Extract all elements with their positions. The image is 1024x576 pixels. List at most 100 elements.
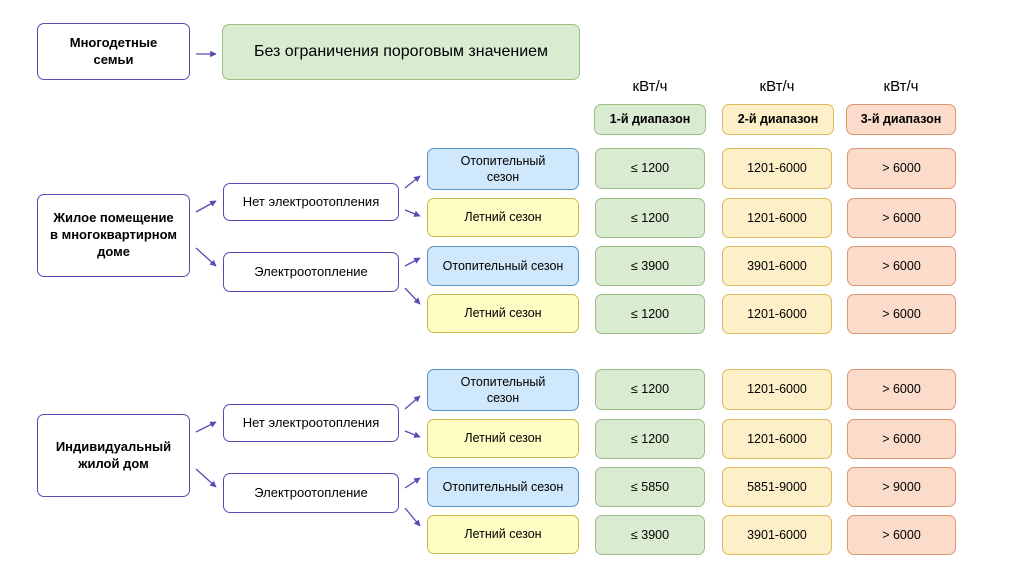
value-label: > 6000 xyxy=(882,161,921,176)
range-header-3-label: 3-й диапазон xyxy=(860,112,942,127)
apartment-box: Жилое помещение в многоквартирном доме xyxy=(37,194,190,277)
large-families-label: Многодетные семьи xyxy=(69,34,158,67)
season-label: Отопительный сезон xyxy=(460,153,546,184)
connector-arrow xyxy=(195,247,217,267)
season-summer: Летний сезон xyxy=(427,198,579,237)
value-range-1: ≤ 1200 xyxy=(595,294,705,334)
large-families-box: Многодетные семьи xyxy=(37,23,190,80)
value-label: > 6000 xyxy=(882,306,921,321)
value-label: ≤ 1200 xyxy=(630,210,670,225)
connector-arrow xyxy=(404,430,421,438)
house-electric-heating-label: Электроотопление xyxy=(254,484,368,500)
value-label: > 9000 xyxy=(882,479,921,494)
range-header-2-label: 2-й диапазон xyxy=(737,112,819,127)
value-label: ≤ 3900 xyxy=(630,527,670,542)
value-range-1: ≤ 1200 xyxy=(595,419,705,459)
connector-arrow xyxy=(404,209,421,217)
value-range-3: > 6000 xyxy=(847,148,956,189)
value-label: 1201-6000 xyxy=(747,161,807,176)
private-house-box: Индивидуальный жилой дом xyxy=(37,414,190,497)
value-range-2: 1201-6000 xyxy=(722,294,832,334)
value-range-3: > 6000 xyxy=(847,198,956,238)
value-range-3: > 6000 xyxy=(847,369,956,410)
connector-arrow xyxy=(195,421,217,433)
house-no-electric-heating-box: Нет электроотопления xyxy=(223,404,399,442)
value-range-2: 3901-6000 xyxy=(722,246,832,286)
value-label: 1201-6000 xyxy=(747,306,807,321)
value-range-1: ≤ 3900 xyxy=(595,246,705,286)
apartment-no-electric-heating-label: Нет электроотопления xyxy=(242,193,380,209)
connector-arrow xyxy=(195,468,217,488)
connector-arrow xyxy=(404,287,421,305)
unit-label-1: кВт/ч xyxy=(632,78,668,95)
value-range-3: > 6000 xyxy=(847,246,956,286)
value-range-2: 5851-9000 xyxy=(722,467,832,507)
value-label: ≤ 5850 xyxy=(630,479,670,494)
value-range-1: ≤ 1200 xyxy=(595,369,705,410)
range-header-1: 1-й диапазон xyxy=(594,104,706,135)
season-label: Летний сезон xyxy=(464,306,542,321)
value-label: 1201-6000 xyxy=(747,210,807,225)
value-label: ≤ 1200 xyxy=(630,306,670,321)
value-range-1: ≤ 1200 xyxy=(595,148,705,189)
value-range-3: > 6000 xyxy=(847,419,956,459)
season-heating: Отопительный сезон xyxy=(427,467,579,507)
value-range-2: 1201-6000 xyxy=(722,369,832,410)
range-header-1-label: 1-й диапазон xyxy=(609,112,691,127)
connector-arrow xyxy=(195,200,217,213)
value-label: 1201-6000 xyxy=(747,431,807,446)
value-label: ≤ 1200 xyxy=(630,431,670,446)
apartment-electric-heating-box: Электроотопление xyxy=(223,252,399,292)
apartment-no-electric-heating-box: Нет электроотопления xyxy=(223,183,399,221)
season-label: Отопительный сезон xyxy=(460,374,546,405)
house-electric-heating-box: Электроотопление xyxy=(223,473,399,513)
season-heating: Отопительный сезон xyxy=(427,148,579,190)
value-label: 5851-9000 xyxy=(747,479,807,494)
value-label: ≤ 1200 xyxy=(630,382,670,397)
season-heating: Отопительный сезон xyxy=(427,369,579,411)
unit-label-2: кВт/ч xyxy=(759,78,795,95)
value-label: > 6000 xyxy=(882,527,921,542)
value-label: 3901-6000 xyxy=(747,258,807,273)
apartment-electric-heating-label: Электроотопление xyxy=(254,263,368,279)
value-label: > 6000 xyxy=(882,210,921,225)
value-label: 1201-6000 xyxy=(747,382,807,397)
value-range-1: ≤ 3900 xyxy=(595,515,705,555)
connector-arrow xyxy=(404,257,421,267)
value-range-3: > 6000 xyxy=(847,515,956,555)
value-range-2: 3901-6000 xyxy=(722,515,832,555)
season-label: Летний сезон xyxy=(464,210,542,225)
no-threshold-label: Без ограничения пороговым значением xyxy=(253,42,549,60)
connector-arrow xyxy=(404,477,421,489)
value-range-2: 1201-6000 xyxy=(722,148,832,189)
connector-arrow xyxy=(404,395,421,410)
season-label: Летний сезон xyxy=(464,431,542,446)
value-label: > 6000 xyxy=(882,382,921,397)
value-label: 3901-6000 xyxy=(747,527,807,542)
season-summer: Летний сезон xyxy=(427,419,579,458)
season-label: Летний сезон xyxy=(464,527,542,542)
season-label: Отопительный сезон xyxy=(442,479,564,494)
value-range-1: ≤ 5850 xyxy=(595,467,705,507)
no-threshold-box: Без ограничения пороговым значением xyxy=(222,24,580,80)
range-header-3: 3-й диапазон xyxy=(846,104,956,135)
season-summer: Летний сезон xyxy=(427,294,579,333)
range-header-2: 2-й диапазон xyxy=(722,104,834,135)
season-heating: Отопительный сезон xyxy=(427,246,579,286)
season-summer: Летний сезон xyxy=(427,515,579,554)
house-no-electric-heating-label: Нет электроотопления xyxy=(242,414,380,430)
apartment-label: Жилое помещение в многоквартирном доме xyxy=(49,210,178,259)
value-range-3: > 6000 xyxy=(847,294,956,334)
value-label: ≤ 1200 xyxy=(630,161,670,176)
value-label: > 6000 xyxy=(882,258,921,273)
unit-label-3: кВт/ч xyxy=(883,78,919,95)
season-label: Отопительный сезон xyxy=(442,258,564,273)
value-label: > 6000 xyxy=(882,431,921,446)
value-range-2: 1201-6000 xyxy=(722,198,832,238)
value-range-3: > 9000 xyxy=(847,467,956,507)
value-label: ≤ 3900 xyxy=(630,258,670,273)
value-range-1: ≤ 1200 xyxy=(595,198,705,238)
connector-arrow xyxy=(404,175,421,189)
value-range-2: 1201-6000 xyxy=(722,419,832,459)
